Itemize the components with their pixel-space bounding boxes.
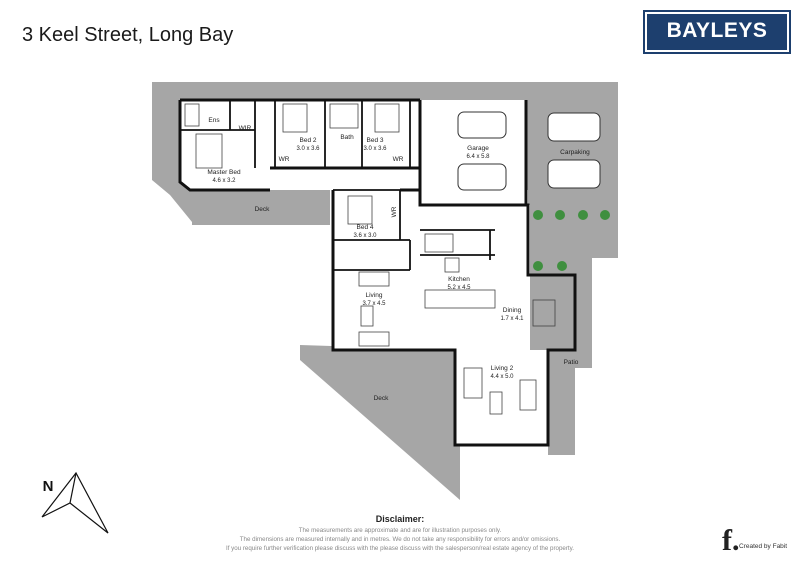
room-label: Bath bbox=[340, 134, 354, 141]
room-label: WR bbox=[393, 156, 404, 163]
room-label: Carpaking bbox=[560, 149, 590, 156]
plant-1 bbox=[533, 210, 543, 220]
disclaimer-line: If you require further verification plea… bbox=[226, 545, 574, 552]
room-size: 5.2 x 4.5 bbox=[447, 285, 471, 291]
bed-2 bbox=[282, 103, 308, 133]
interior-floor bbox=[180, 100, 575, 445]
room-size: 4.6 x 3.2 bbox=[212, 178, 236, 184]
disclaimer-line: The dimensions are measured internally a… bbox=[239, 536, 561, 543]
room-label: Living 2 bbox=[491, 365, 514, 372]
room-label: Ens bbox=[208, 117, 220, 124]
fabit-logo: f. bbox=[722, 524, 740, 557]
walls bbox=[178, 98, 577, 447]
room-size: 1.7 x 4.1 bbox=[500, 316, 524, 322]
room-label: Kitchen bbox=[448, 276, 470, 283]
fabit-credit: Created by Fabit bbox=[739, 543, 788, 550]
plant-5 bbox=[533, 261, 543, 271]
sofa-4 bbox=[519, 379, 537, 411]
garage-car-2 bbox=[457, 163, 507, 191]
plant-6 bbox=[557, 261, 567, 271]
room-label: Bed 3 bbox=[367, 137, 384, 144]
room-label: Deck bbox=[374, 395, 390, 402]
room-label: Living bbox=[366, 292, 383, 299]
room-size: 4.4 x 5.0 bbox=[490, 374, 514, 380]
kitchen-island bbox=[424, 289, 496, 309]
bath-tub bbox=[184, 103, 200, 127]
plants bbox=[533, 210, 610, 271]
north-compass: N bbox=[41, 471, 109, 534]
bayleys-logo: BAYLEYS bbox=[643, 10, 791, 54]
bed-3 bbox=[374, 103, 400, 133]
patio-strip bbox=[548, 350, 575, 455]
room-labels: Ens WIR Bed 2 3.0 x 3.6 Bath Bed 3 3.0 x… bbox=[207, 117, 590, 402]
room-label: WR bbox=[391, 206, 398, 217]
plant-3 bbox=[578, 210, 588, 220]
room-label: Bed 2 bbox=[300, 137, 317, 144]
room-size: 3.0 x 3.6 bbox=[363, 146, 387, 152]
carport-car-2 bbox=[547, 159, 601, 189]
room-label: WR bbox=[279, 156, 290, 163]
inner-walls bbox=[180, 100, 495, 271]
sofa-1 bbox=[358, 271, 390, 287]
compass-n-label: N bbox=[43, 478, 54, 495]
deck-south bbox=[300, 345, 460, 500]
room-label: Dining bbox=[503, 307, 522, 314]
room-size: 3.7 x 4.5 bbox=[362, 301, 386, 307]
carport-car-1 bbox=[547, 112, 601, 142]
room-label: Garage bbox=[467, 145, 489, 152]
bed-4 bbox=[347, 195, 373, 225]
coffee-table-2 bbox=[489, 391, 503, 415]
bathroom-fixture bbox=[329, 103, 359, 129]
cars bbox=[457, 111, 601, 191]
compass-arrow-icon bbox=[41, 471, 109, 534]
fixtures bbox=[184, 103, 556, 415]
disclaimer-line: The measurements are approximate and are… bbox=[298, 527, 502, 534]
garage-floor bbox=[420, 100, 526, 202]
room-label: WIR bbox=[239, 125, 252, 132]
master-bed bbox=[195, 133, 223, 169]
room-label: Master Bed bbox=[207, 169, 241, 176]
deck-west bbox=[192, 190, 330, 225]
room-size: 3.0 x 3.6 bbox=[296, 146, 320, 152]
room-label: Deck bbox=[255, 206, 271, 213]
logo-text: BAYLEYS bbox=[666, 19, 768, 42]
dining-table bbox=[532, 299, 556, 327]
room-label: Patio bbox=[564, 359, 579, 366]
plant-4 bbox=[600, 210, 610, 220]
page-title: 3 Keel Street, Long Bay bbox=[22, 24, 234, 46]
sofa-3 bbox=[463, 367, 483, 399]
kitchen-sink bbox=[424, 233, 454, 253]
room-label: Bed 4 bbox=[357, 224, 374, 231]
sofa-2 bbox=[358, 331, 390, 347]
garage-car-1 bbox=[457, 111, 507, 139]
room-size: 6.4 x 5.8 bbox=[466, 154, 490, 160]
coffee-table bbox=[360, 305, 374, 327]
disclaimer-heading: Disclaimer: bbox=[375, 514, 425, 524]
cooktop bbox=[444, 257, 460, 273]
room-size: 3.6 x 3.0 bbox=[353, 233, 377, 239]
plant-2 bbox=[555, 210, 565, 220]
